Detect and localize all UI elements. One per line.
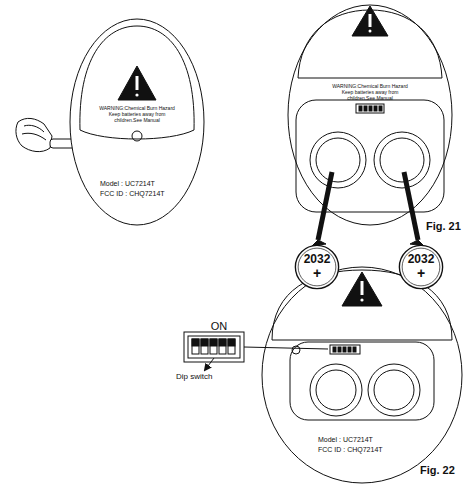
battery-type: 2032 [398, 253, 444, 266]
part-name: Dip switch [176, 372, 236, 381]
warning-text: WARNING:Chemical Burn Hazard Keep batter… [330, 84, 410, 101]
battery-coin: 2032+ [398, 244, 444, 290]
model-number: Model : UC7214T [318, 436, 408, 444]
figure-number: Fig. 22 [420, 464, 470, 477]
battery-type: 2032 [294, 253, 340, 266]
switch-on-label: ON [204, 320, 234, 333]
polarity-mark: + [294, 266, 340, 281]
warning-text: WARNING:Chemical Burn Hazard Keep batter… [97, 106, 177, 123]
polarity-mark: + [398, 266, 444, 281]
figure-number: Fig. 21 [426, 220, 472, 233]
fcc-id: FCC ID : CHQ7214T [318, 446, 408, 454]
battery-coin: 2032+ [294, 244, 340, 290]
fcc-id: FCC ID : CHQ7214T [100, 190, 180, 198]
model-number: Model : UC7214T [100, 180, 180, 188]
